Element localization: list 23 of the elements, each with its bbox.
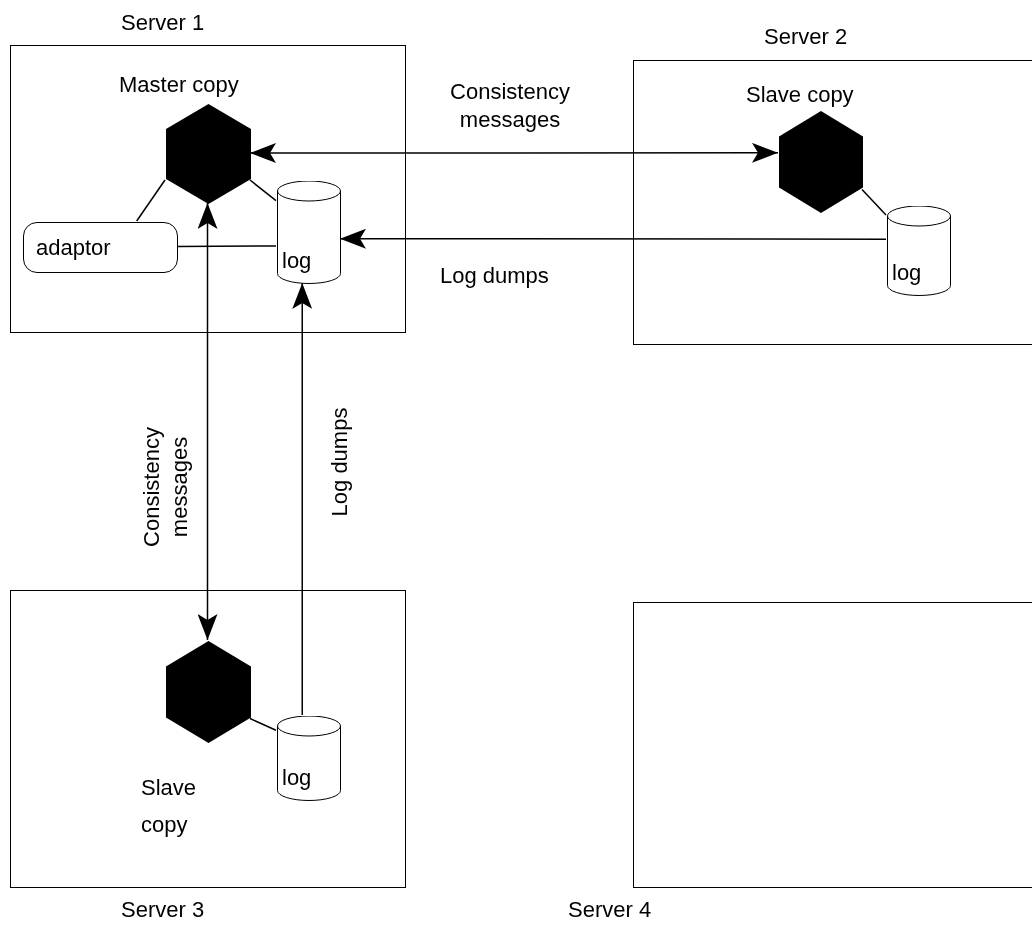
server-label: Server 3 [121, 896, 205, 924]
copy-label: Slave copy [746, 81, 854, 109]
arrow [292, 282, 313, 716]
server-label: Server 4 [568, 896, 652, 924]
log-cylinder [277, 716, 341, 801]
log-label: log [892, 262, 922, 284]
log-label: log [282, 250, 312, 272]
arrow [339, 228, 887, 249]
copy-label: Master copy [119, 71, 239, 99]
log-cylinder [277, 181, 341, 284]
connector-line [135, 179, 166, 222]
connector-line [249, 717, 277, 732]
server-label: Server 2 [764, 23, 848, 51]
arrow [197, 202, 218, 641]
connector-line [249, 179, 277, 202]
adaptor-box [23, 222, 178, 273]
adaptor-label: adaptor [36, 236, 111, 259]
connector-line [861, 188, 887, 216]
connector-line [176, 245, 277, 248]
log-label: log [282, 767, 312, 789]
copy-label: Slave copy [141, 774, 198, 839]
log-cylinder [887, 206, 951, 296]
server-label: Server 1 [121, 9, 205, 37]
